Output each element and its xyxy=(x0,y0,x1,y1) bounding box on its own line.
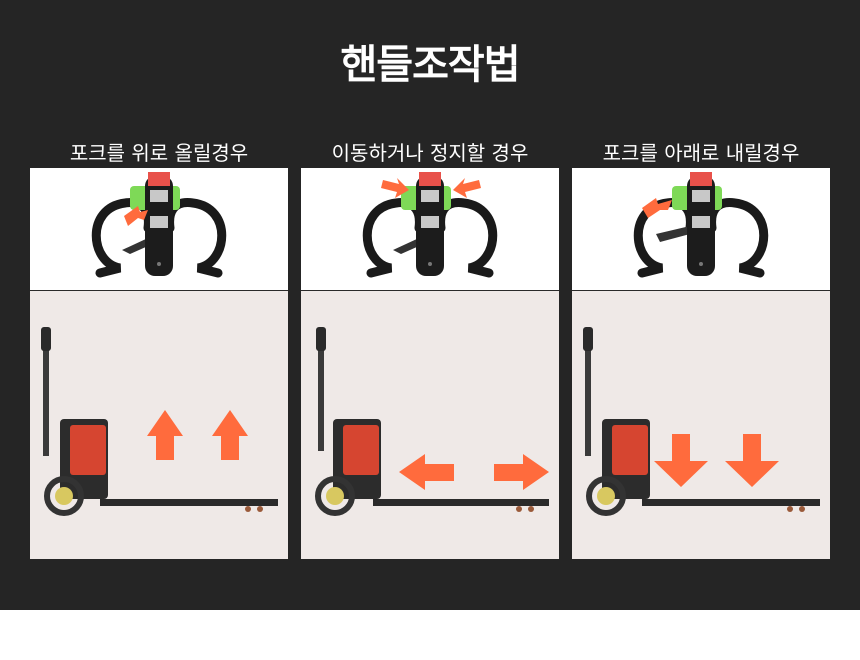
handle-image-lower xyxy=(572,168,830,290)
arrow-down-icon xyxy=(654,434,708,487)
page-title: 핸들조작법 xyxy=(340,42,521,88)
truck-image-raise xyxy=(30,290,288,559)
panel-raise xyxy=(30,168,288,559)
caption-lower: 포크를 아래로 내릴경우 xyxy=(602,141,800,165)
caption-raise: 포크를 위로 올릴경우 xyxy=(69,141,249,165)
panel-lower xyxy=(572,168,830,559)
arrow-right-icon xyxy=(494,454,549,490)
handle-image-move xyxy=(301,168,559,290)
truck-image-lower xyxy=(572,290,830,559)
handle-image-raise xyxy=(30,168,288,290)
arrow-left-icon xyxy=(399,454,454,490)
panel-move xyxy=(301,168,559,559)
arrow-up-icon xyxy=(147,410,183,459)
truck-image-move xyxy=(301,290,559,559)
caption-move: 이동하거나 정지할 경우 xyxy=(331,141,529,165)
